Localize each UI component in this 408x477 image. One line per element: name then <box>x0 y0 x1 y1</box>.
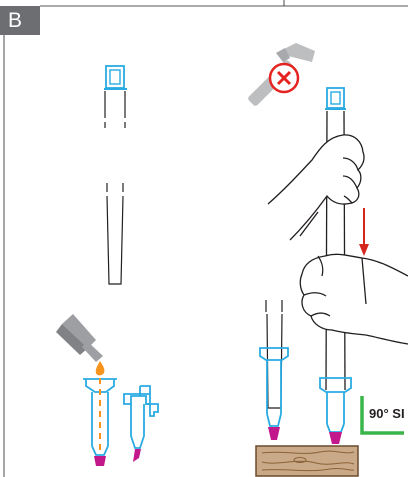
adhesive-drop <box>95 361 105 376</box>
sleeve-tip-left <box>94 456 106 466</box>
tube-with-cap <box>104 65 127 285</box>
right-angle-mark <box>360 396 404 435</box>
sleeve-with-adhesive <box>83 378 117 456</box>
sleeve-inserted-right <box>319 377 352 433</box>
sleeve-tip-wood-left <box>268 427 280 440</box>
sleeve-inserted-left <box>259 347 289 427</box>
sleeve-tip-wood-right <box>329 432 342 444</box>
angle-label: 90° SI <box>369 406 405 421</box>
down-arrow <box>359 208 369 256</box>
adhesive-bottle <box>56 314 103 362</box>
tube-in-sleeve <box>265 300 283 409</box>
hand-lower <box>299 253 408 345</box>
hand-upper <box>267 134 365 241</box>
sleeve-tip-small <box>133 449 141 462</box>
tube-long <box>325 87 346 391</box>
panel-label: B <box>0 6 40 35</box>
wood-block <box>255 445 359 477</box>
prohibited-x-icon <box>268 62 300 94</box>
sleeve-empty <box>123 385 159 449</box>
